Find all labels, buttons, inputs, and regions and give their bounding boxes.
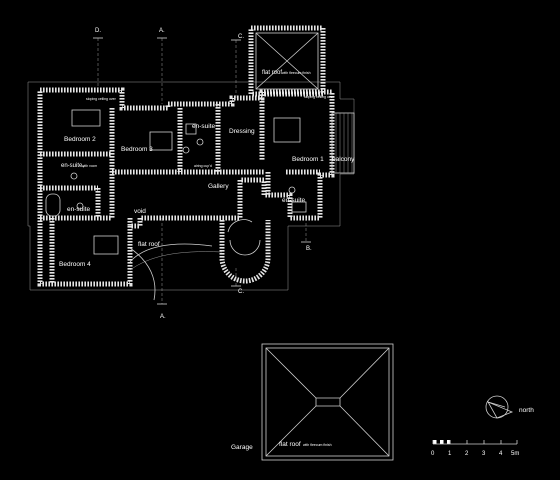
sloping-ceiling-left-label: sloping ceiling over (86, 97, 117, 101)
stair-tower (219, 219, 271, 284)
section-a-top-label: A. (159, 28, 165, 34)
section-marker-d-top: D. (93, 28, 103, 90)
scale-tick-1: 1 (448, 451, 452, 457)
bedroom-4-label: Bedroom 4 (59, 261, 91, 268)
section-d-label: D. (95, 28, 101, 34)
garage-roof-label: flat roof (279, 441, 301, 448)
section-a-bottom-label: A. (160, 314, 166, 320)
en-suite-b1-label: en-suite (282, 197, 306, 204)
section-marker-a-bottom: A. (157, 218, 167, 320)
section-c-bottom-label: C. (238, 289, 244, 295)
scale-tick-0: 0 (431, 451, 435, 457)
main-walls (37, 87, 335, 287)
sloping-ceiling-right-label: sloping ceiling over (304, 95, 335, 99)
top-flat-roof: flat roof with fleecum finish (248, 25, 326, 97)
north-arrow: north (485, 395, 534, 419)
scale-tick-4: 4 (499, 451, 503, 457)
balcony-label: balcony (332, 156, 355, 163)
garage-roof-note: with fleecum finish (303, 443, 332, 447)
section-marker-c-top: C. (231, 34, 244, 98)
interior-fittings (45, 109, 307, 255)
dressing-label: Dressing (229, 128, 255, 135)
en-suite-b2-note: with room (82, 164, 97, 168)
scale-tick-2: 2 (465, 451, 469, 457)
scale-bar: 0 1 2 3 4 5m (431, 440, 519, 457)
void-label: void (134, 208, 146, 215)
section-marker-c-bottom: C. (231, 268, 244, 295)
scale-tick-3: 3 (482, 451, 486, 457)
gallery-label: Gallery (208, 183, 229, 190)
top-roof-note: with fleecum finish (282, 71, 311, 75)
airing-cupboard-label: airing cup'd (194, 164, 212, 168)
roof-edge-outline (27, 81, 355, 291)
scale-tick-5m: 5m (511, 451, 519, 457)
bedroom-2-label: Bedroom 2 (64, 136, 96, 143)
curved-flat-roof (129, 243, 223, 301)
bedroom-3-label: Bedroom 3 (121, 146, 153, 153)
en-suite-b2-label: en-suite, (61, 163, 84, 169)
section-b-label: B. (306, 246, 312, 252)
garage-label: Garage (231, 444, 253, 451)
section-c-top-label: C. (238, 34, 244, 40)
north-label: north (519, 407, 534, 414)
flat-roof-small-label: flat roof (138, 241, 160, 248)
en-suite-b4-label: en-suite (67, 206, 91, 213)
bedroom-1-label: Bedroom 1 (292, 156, 324, 163)
balcony-structure (331, 112, 355, 174)
top-roof-label: flat roof (262, 70, 282, 76)
section-marker-a-top: A. (157, 28, 167, 104)
section-marker-b-bottom: B. (301, 218, 312, 252)
en-suite-main-label: en-suite (192, 123, 216, 130)
garage-roof: flat roof with fleecum finish (261, 343, 394, 461)
